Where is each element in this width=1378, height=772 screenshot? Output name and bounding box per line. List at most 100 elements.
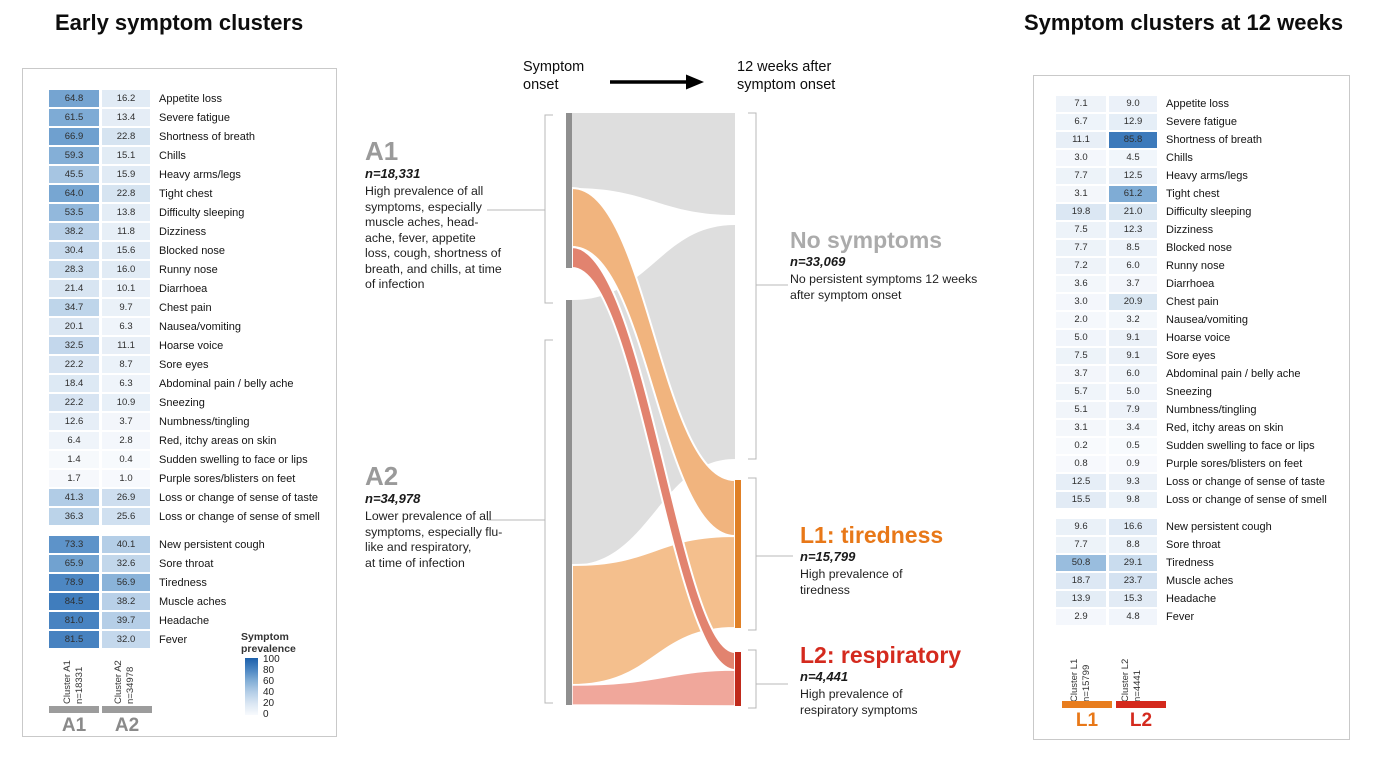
heat-cell-l2: 6.0 [1109,258,1157,274]
heat-cell-a1: 21.4 [49,280,99,297]
no-symptoms-n: n=33,069 [790,254,846,269]
heat-cell-a1: 6.4 [49,432,99,449]
symptom-label: Appetite loss [1166,98,1229,110]
heat-cell-a2: 32.0 [102,631,150,648]
heat-cell-l1: 3.6 [1056,276,1106,292]
heat-cell-l2: 12.5 [1109,168,1157,184]
symptom-label: Diarrhoea [1166,278,1215,290]
heat-cell-l2: 6.0 [1109,366,1157,382]
column-header-a1: Cluster A1 n=18331 [62,660,85,704]
symptom-label: Shortness of breath [1166,134,1263,146]
heat-cell-a1: 38.2 [49,223,99,240]
heat-cell-a1: 36.3 [49,508,99,525]
heat-cell-l1: 12.5 [1056,474,1106,490]
symptom-label: Fever [159,633,188,646]
symptom-label: Red, itchy areas on skin [1166,422,1284,434]
heat-cell-l2: 29.1 [1109,555,1157,571]
flow-a1-to-no-symptoms [572,113,735,215]
symptom-label: Runny nose [1166,260,1225,272]
heat-cell-a2: 9.7 [102,299,150,316]
symptom-label: Appetite loss [159,92,222,105]
symptom-label: Numbness/tingling [1166,404,1257,416]
symptom-label: Chest pain [159,301,212,314]
symptom-label: Loss or change of sense of smell [1166,494,1327,506]
a1-axis-label: A1 [61,715,87,736]
heat-cell-a2: 2.8 [102,432,150,449]
symptom-label: Diarrhoea [159,282,208,295]
heat-cell-l1: 19.8 [1056,204,1106,220]
heat-cell-l1: 5.0 [1056,330,1106,346]
symptom-label: Abdominal pain / belly ache [159,377,294,390]
symptom-label: Sore throat [1166,539,1221,551]
heat-cell-a2: 11.8 [102,223,150,240]
heat-cell-a2: 15.6 [102,242,150,259]
heat-cell-a2: 22.8 [102,128,150,145]
heat-cell-l2: 12.3 [1109,222,1157,238]
symptom-label: Abdominal pain / belly ache [1166,368,1301,380]
heat-cell-l2: 61.2 [1109,186,1157,202]
heat-cell-a2: 15.9 [102,166,150,183]
symptom-label: Sudden swelling to face or lips [1166,440,1315,452]
l2-axis-label: L2 [1129,710,1153,731]
legend-tick: 20 [263,698,275,709]
bracket-no-symptoms [748,112,788,460]
heat-cell-l1: 18.7 [1056,573,1106,589]
heat-cell-a2: 0.4 [102,451,150,468]
heat-cell-l2: 5.0 [1109,384,1157,400]
cluster-a1-title: A1 [365,136,399,166]
symptom-label: Blocked nose [159,244,226,257]
symptom-label: Dizziness [1166,224,1214,236]
heat-cell-l1: 7.5 [1056,348,1106,364]
symptom-label: Tight chest [159,187,213,200]
heat-cell-l1: 50.8 [1056,555,1106,571]
l2-axis-bar [1116,701,1166,708]
heat-cell-l1: 5.1 [1056,402,1106,418]
symptom-label: New persistent cough [159,538,265,551]
heat-cell-a2: 38.2 [102,593,150,610]
heat-cell-a1: 66.9 [49,128,99,145]
heat-cell-l2: 9.1 [1109,348,1157,364]
cluster-a1-n: n=18,331 [365,166,421,181]
symptom-label: Dizziness [159,225,207,238]
symptom-label: Blocked nose [1166,242,1233,254]
node-bar-a2 [566,300,572,705]
cluster-l2-annotation: L2: respiratory n=4,441 High prevalence … [800,643,990,718]
heat-cell-l1: 11.1 [1056,132,1106,148]
heat-cell-a2: 10.9 [102,394,150,411]
symptom-label: Tight chest [1166,188,1220,200]
a1-axis-bar [49,706,99,713]
node-bar-l1 [735,480,741,628]
symptom-label: Nausea/vomiting [159,320,241,333]
no-symptoms-title: No symptoms [790,227,943,253]
symptom-label: Muscle aches [159,595,227,608]
